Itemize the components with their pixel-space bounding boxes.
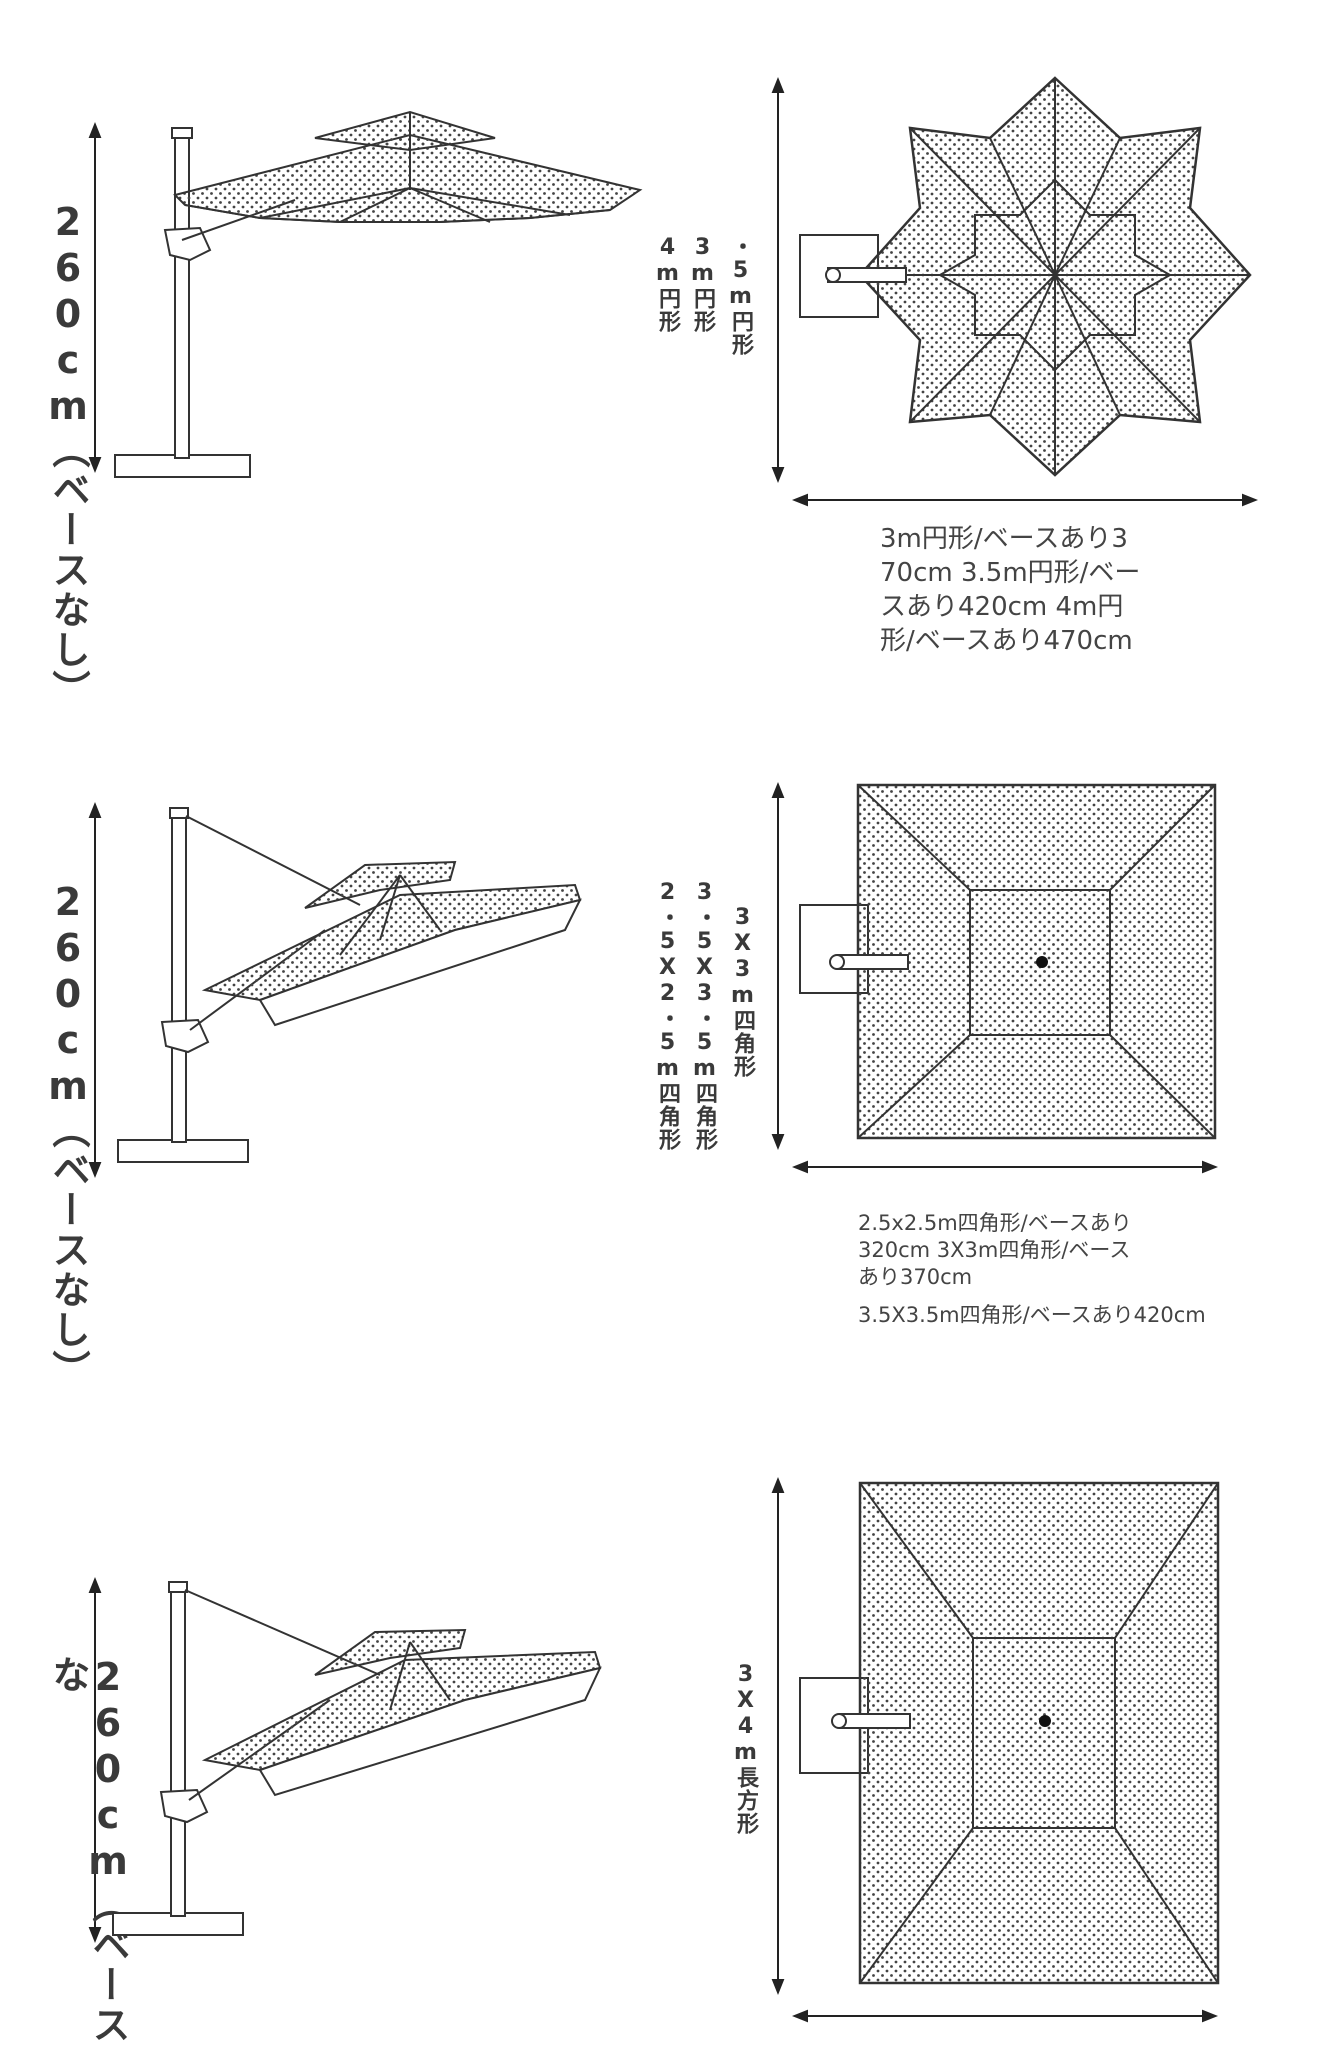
height-arrow (88, 1577, 102, 1943)
top-view-round-canopy (799, 76, 1252, 477)
section-round: 260cm（ベースなし） 4m円形 3m円形 ・5m円形 (0, 0, 1322, 710)
size-label-3m: 3m円形 (690, 235, 715, 333)
size-label-4m: 4m円形 (655, 235, 680, 333)
side-view-round-umbrella (114, 110, 643, 478)
size-label-3-5: 3・5X3・5m四角形 (692, 880, 717, 1151)
size-caption-extra: 3.5X3.5m四角形/ベースあり420cm (858, 1303, 1206, 1327)
width-arrow (792, 1160, 1218, 1174)
section-rectangle: 260cm（ベースな 3X4m長方形 (0, 1400, 1322, 2048)
height-label: 260cm（ベースなし） (46, 880, 90, 1390)
depth-arrow (771, 782, 785, 1150)
depth-arrow (771, 77, 785, 483)
top-view-square-canopy (799, 783, 1217, 1140)
size-label-3: 3X3m四角形 (730, 905, 755, 1078)
side-view-rectangle-umbrella (112, 1581, 602, 1936)
height-label: 260cm（ベースなし） (46, 200, 90, 710)
top-view-rectangle-canopy (799, 1481, 1220, 1985)
size-label-3x4: 3X4m長方形 (733, 1662, 758, 1835)
section-square: 260cm（ベースなし） 2・5X2・5m四角形 3・5X3・5m四角形 3X3… (0, 700, 1322, 1400)
width-arrow (792, 2009, 1218, 2023)
depth-arrow (771, 1477, 785, 1995)
height-arrow (88, 122, 102, 473)
size-caption: 2.5x2.5m四角形/ベースあり 320cm 3X3m四角形/ベース あり37… (858, 1211, 1132, 1289)
height-label: 260cm（ベースな (46, 1655, 130, 2045)
height-arrow (88, 802, 102, 1178)
size-label-2-5: 2・5X2・5m四角形 (655, 880, 680, 1151)
side-view-square-umbrella (117, 807, 582, 1163)
width-arrow (792, 493, 1258, 507)
size-caption: 3m円形/ベースあり3 70cm 3.5m円形/ベー スあり420cm 4m円 … (880, 524, 1141, 656)
size-label-3-5m: ・5m円形 (728, 235, 753, 356)
